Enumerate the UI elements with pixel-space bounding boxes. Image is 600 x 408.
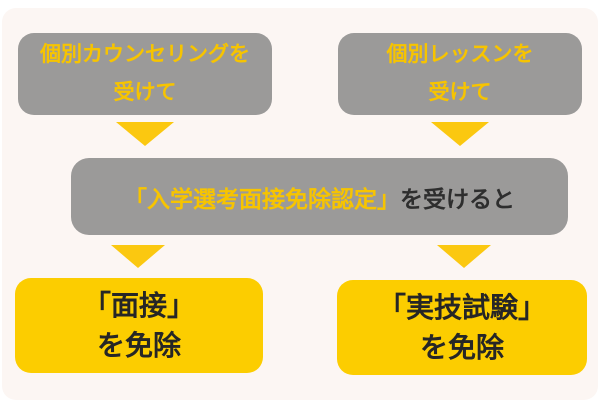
- certification-highlight-text: 「入学選考面接免除認定」: [124, 185, 400, 212]
- certification-box: 「入学選考面接免除認定」 を受けると: [71, 158, 568, 235]
- result-practical-exempt-box: 「実技試験」 を免除: [337, 280, 587, 375]
- result-interview-exempt-box: 「面接」 を免除: [15, 278, 263, 373]
- step-lesson-line-2: 受けて: [428, 81, 492, 104]
- step-counseling-line-2: 受けて: [113, 81, 177, 104]
- result-practical-line-2: を免除: [419, 331, 504, 363]
- step-lesson-box: 個別レッスンを 受けて: [338, 33, 582, 115]
- down-arrow-icon: [437, 245, 491, 268]
- certification-rest-text: を受けると: [400, 185, 515, 212]
- step-counseling-line-1: 個別カウンセリングを: [40, 43, 250, 66]
- down-arrow-icon: [111, 245, 165, 268]
- result-interview-line-1: 「面接」: [82, 289, 195, 321]
- down-arrow-icon: [116, 122, 174, 146]
- step-lesson-line-1: 個別レッスンを: [386, 43, 534, 66]
- down-arrow-icon: [431, 122, 489, 146]
- result-practical-line-1: 「実技試験」: [377, 291, 546, 323]
- result-interview-line-2: を免除: [96, 329, 181, 361]
- step-counseling-box: 個別カウンセリングを 受けて: [18, 33, 272, 115]
